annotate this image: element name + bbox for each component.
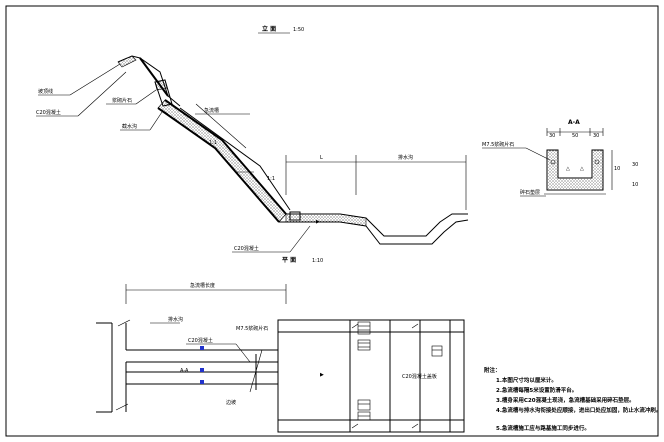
plan-view-scale: 1:10 (312, 258, 323, 264)
label-plan-cover: C20混凝土盖板 (402, 373, 437, 380)
detail-dim-2: 50 (572, 133, 578, 139)
notes-heading: 附注： (484, 366, 501, 374)
label-plan-drain: 排水沟 (168, 316, 183, 323)
svg-text:10: 10 (632, 182, 638, 188)
label-plan-c20: C20混凝土 (188, 337, 213, 344)
dim-length-label: L (320, 155, 323, 161)
svg-text:1:1: 1:1 (267, 176, 275, 182)
note-item-4: 4.急流槽与排水沟衔接处应顺接，进出口处应加固，防止水流冲刷。 (496, 406, 661, 414)
detail-dim-1: 30 (549, 133, 555, 139)
label-gravel-bed: 碎石垫层 (520, 189, 540, 196)
label-slope-top: 坡顶线 (38, 88, 53, 95)
chute-lower-line (157, 107, 280, 223)
note-item-5: 5.急流槽施工应与路基施工同步进行。 (496, 424, 590, 432)
label-c20-concrete: C20混凝土 (36, 109, 61, 116)
detail-title: A-A (568, 119, 580, 126)
note-item-1: 1.本图尺寸均以厘米计。 (496, 376, 557, 384)
label-c20-bottom: C20混凝土 (234, 245, 259, 252)
plan-receiving-box (277, 319, 465, 433)
note-item-3: 3.槽身采用C20混凝土现浇，急流槽基础采用碎石垫层。 (496, 396, 635, 404)
plan-view: 急流槽长度 排水沟 A-A C20混凝土 M7.5浆砌片石 边坡 (96, 282, 465, 433)
svg-text:▶: ▶ (320, 372, 324, 378)
label-masonry: 浆砌片石 (112, 97, 132, 104)
svg-text:A-A: A-A (180, 368, 189, 374)
svg-text:10: 10 (614, 166, 620, 172)
svg-text:30: 30 (632, 162, 638, 168)
label-detail-masonry: M7.5浆砌片石 (482, 141, 514, 148)
label-plan-slope: 边坡 (226, 399, 236, 406)
note-item-2: 2.急流槽每隔5米设置防滑平台。 (496, 386, 577, 394)
section-view-title: 立 面 (262, 25, 276, 33)
dim-drain-label: 排水沟 (398, 154, 413, 161)
label-chute: 急流槽 (204, 107, 219, 114)
label-plan-masonry: M7.5浆砌片石 (236, 325, 268, 332)
svg-text:▶: ▶ (316, 219, 320, 225)
plan-chute (126, 349, 278, 385)
detail-dim-3: 30 (593, 133, 599, 139)
notes-block: 附注： 1.本图尺寸均以厘米计。 2.急流槽每隔5米设置防滑平台。 3.槽身采用… (484, 366, 661, 432)
label-intercept-ditch: 截水沟 (122, 123, 137, 130)
chute-hatch (157, 99, 287, 223)
detail-section: A-A 30 50 30 △ △ 10 30 10 M7.5浆砌片石 碎石垫层 (482, 119, 638, 197)
svg-text:△: △ (580, 166, 584, 172)
plan-left-channel (96, 322, 127, 413)
section-view-scale: 1:50 (293, 27, 304, 33)
outlet-line (279, 219, 469, 245)
plan-dim-label: 急流槽长度 (190, 282, 215, 289)
svg-text:△: △ (566, 166, 570, 172)
section-view: 立 面 1:50 ▶ L 排水沟 1:1 1:1 坡顶线 (36, 25, 469, 264)
plan-view-title: 平 面 (282, 256, 296, 264)
svg-text:1:1: 1:1 (209, 140, 217, 146)
drawing-frame (5, 5, 659, 437)
